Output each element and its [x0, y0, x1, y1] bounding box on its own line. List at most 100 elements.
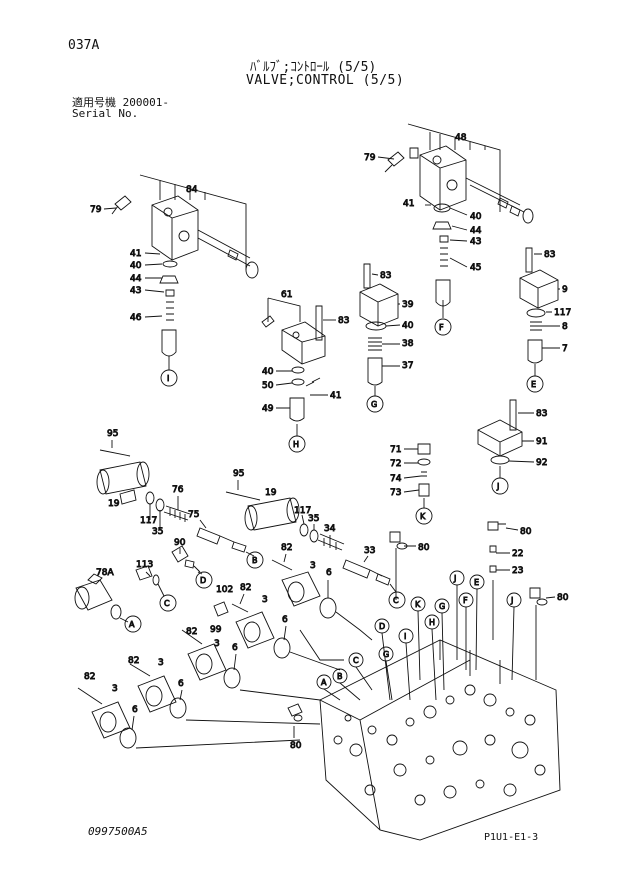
callout-79: 79 [364, 153, 376, 163]
ref-b-body: B [337, 672, 343, 681]
callout-6d: 6 [178, 679, 184, 689]
page-code: 037A [68, 38, 100, 53]
callout-40: 40 [470, 212, 482, 222]
valve-assembly-84 [111, 174, 259, 357]
callout-83a: 83 [380, 271, 391, 281]
ref-h: H [293, 440, 299, 449]
ref-e: E [531, 380, 536, 389]
callout-82b: 82 [240, 583, 251, 593]
callout-92: 92 [536, 458, 547, 468]
callout-90: 90 [174, 538, 186, 548]
callout-6a: 6 [326, 568, 332, 578]
ref-c-body: C [353, 656, 359, 665]
callout-117b: 117 [140, 516, 157, 526]
callout-79b: 79 [90, 205, 102, 215]
ref-h-body: H [429, 618, 435, 627]
fitting-90 [135, 545, 201, 586]
callout-76: 76 [172, 485, 184, 495]
callout-40d: 40 [262, 367, 274, 377]
page-reference: P1U1-E1-3 [484, 832, 539, 843]
callout-40a: 40 [130, 261, 142, 271]
document-number: 0997500A5 [88, 825, 148, 838]
callout-75: 75 [188, 510, 199, 520]
callout-3c: 3 [214, 639, 220, 649]
callout-61: 61 [281, 290, 292, 300]
valve-assembly-48 [384, 123, 534, 307]
ref-j-body-2: J [510, 596, 513, 605]
callout-102: 102 [216, 585, 233, 595]
ref-g-body: G [439, 602, 445, 611]
ref-c-right: C [393, 596, 399, 605]
ref-d-body: D [379, 622, 385, 631]
ref-f-body: F [463, 596, 468, 605]
serial-label-english: Serial No. [72, 107, 139, 120]
flange-3-c [181, 629, 241, 689]
ref-k-body: K [415, 600, 421, 609]
callout-7: 7 [562, 344, 568, 354]
plug-71 [417, 443, 431, 497]
block-9 [519, 247, 559, 364]
callout-95b: 95 [233, 469, 244, 479]
ref-c: C [164, 599, 170, 608]
callout-44a: 44 [130, 274, 142, 284]
callout-22: 22 [512, 549, 523, 559]
callout-48: 48 [455, 133, 467, 143]
callout-23: 23 [512, 566, 523, 576]
callout-35b: 35 [308, 514, 319, 524]
ref-k: K [420, 512, 426, 521]
callout-91: 91 [536, 437, 547, 447]
callout-82c: 82 [186, 627, 197, 637]
cover-91 [477, 399, 523, 465]
callout-3-bottom: 3 [112, 684, 118, 694]
flange-3-d [129, 663, 187, 719]
callout-6-bottom: 6 [132, 705, 138, 715]
callout-82-bottom: 82 [84, 672, 95, 682]
callout-83c: 83 [544, 250, 555, 260]
callout-78a: 78A [96, 568, 114, 578]
block-39 [359, 263, 399, 386]
callout-43: 43 [470, 237, 481, 247]
callout-3d: 3 [158, 658, 164, 668]
callout-113: 113 [136, 560, 153, 570]
ref-i-body: I [404, 632, 406, 641]
callout-80c: 80 [557, 593, 569, 603]
callout-71: 71 [390, 445, 401, 455]
callout-38: 38 [402, 339, 414, 349]
callout-73: 73 [390, 488, 401, 498]
main-valve-body [319, 639, 561, 841]
flange-3-b [213, 601, 291, 659]
callout-83b: 83 [338, 316, 349, 326]
title-english: VALVE;CONTROL (5/5) [246, 73, 405, 88]
callout-82a: 82 [281, 543, 292, 553]
callout-6c: 6 [232, 643, 238, 653]
callout-34: 34 [324, 524, 336, 534]
ref-j: J [496, 482, 499, 491]
callout-8: 8 [562, 322, 568, 332]
callout-46: 46 [130, 313, 142, 323]
callout-72: 72 [390, 459, 401, 469]
callout-74: 74 [390, 474, 402, 484]
ref-d: D [200, 576, 206, 585]
callout-33: 33 [364, 546, 375, 556]
title-japanese: ﾊﾞﾙﾌﾞ;ｺﾝﾄﾛｰﾙ (5/5) [250, 60, 377, 75]
ref-a-body: A [321, 678, 327, 687]
callout-45: 45 [470, 263, 481, 273]
callout-3b: 3 [262, 595, 268, 605]
ref-g-body-2: G [383, 650, 389, 659]
callout-6b: 6 [282, 615, 288, 625]
callout-49: 49 [262, 404, 274, 414]
callout-35a: 35 [152, 527, 163, 537]
cylinder-19-left [96, 449, 247, 553]
callout-84: 84 [186, 185, 198, 195]
callout-19a: 19 [108, 499, 120, 509]
ref-i: I [167, 374, 169, 383]
callout-39: 39 [402, 300, 414, 310]
callout-80b: 80 [520, 527, 532, 537]
callout-41c: 41 [330, 391, 341, 401]
callout-95a: 95 [107, 429, 118, 439]
ref-j-body: J [453, 574, 456, 583]
ref-e-body: E [474, 578, 479, 587]
serial-label-japanese: 適用号機 200001- [72, 96, 169, 109]
flange-3-e [77, 687, 137, 749]
callout-117a: 117 [554, 308, 571, 318]
